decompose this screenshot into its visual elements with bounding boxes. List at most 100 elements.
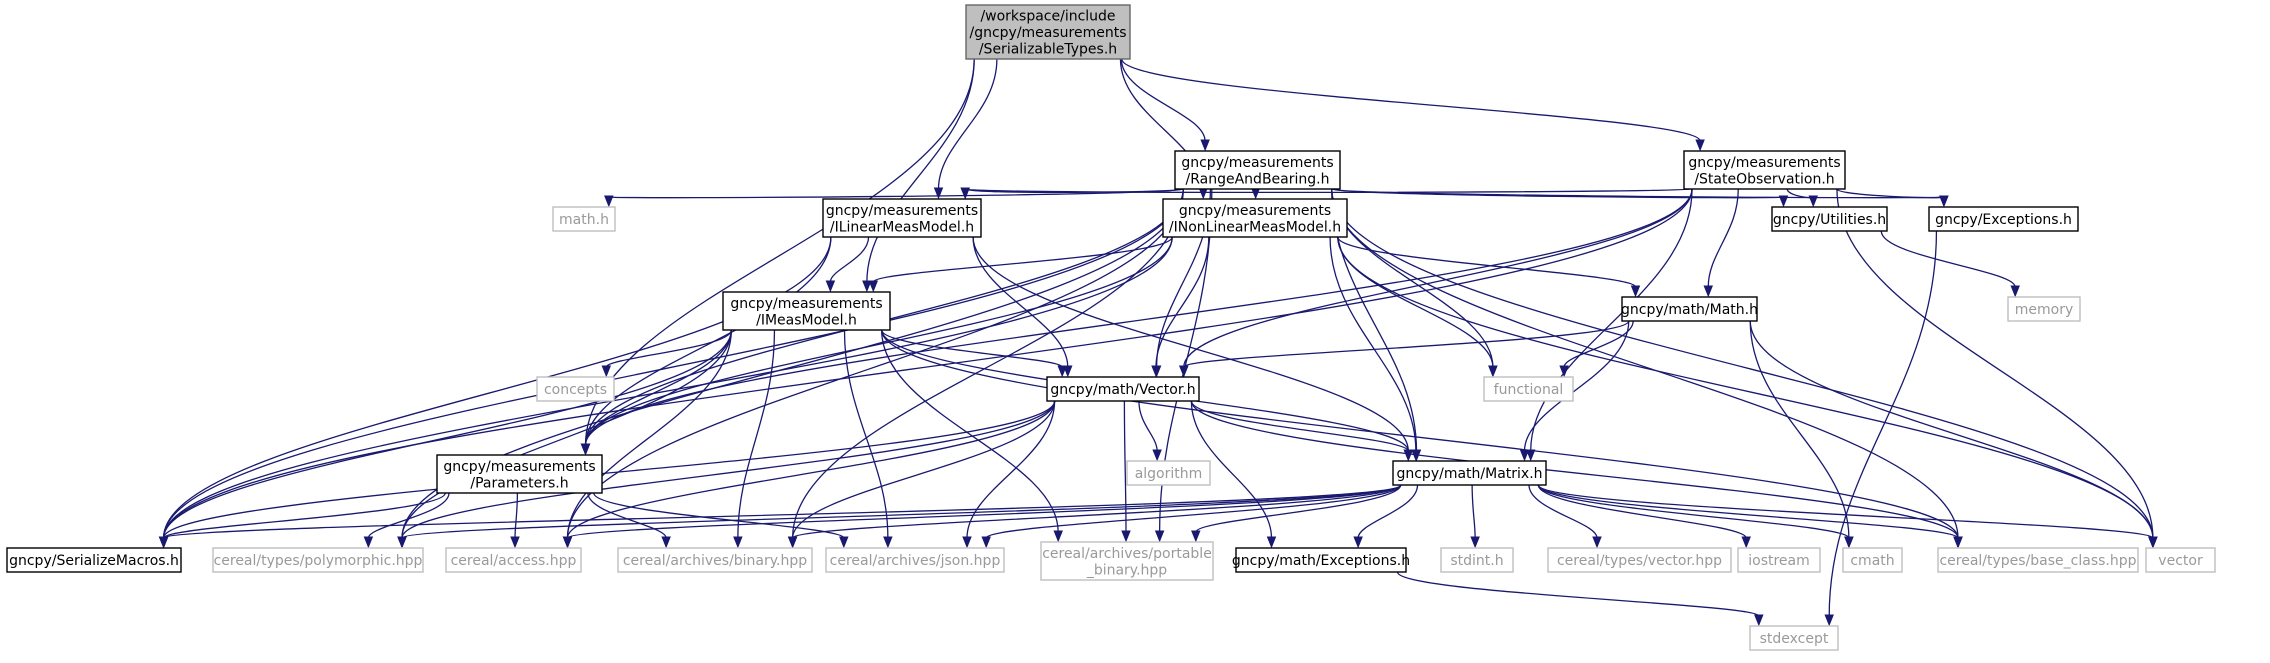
node-label-line: /ILinearMeasModel.h	[830, 219, 974, 235]
edge-arrowhead	[1053, 530, 1063, 543]
edge-matrix-to-baseclass	[1537, 484, 1963, 549]
node-box	[822, 198, 982, 238]
node-box	[1235, 547, 1407, 573]
edge-matrix-to-access	[562, 484, 1402, 549]
edge-line	[566, 400, 1056, 539]
edge-vec-to-portable	[1121, 400, 1131, 543]
node-label-line: algorithm	[1135, 466, 1203, 482]
edge-arrowhead	[397, 536, 407, 549]
edge-arrowhead	[1121, 530, 1131, 543]
edge-line	[401, 329, 732, 539]
edge-line	[1537, 484, 2154, 539]
edge-arrowhead	[580, 443, 591, 456]
node-inlm[interactable]: gncpy/measurements/INonLinearMeasModel.h	[1162, 198, 1348, 238]
edge-arrowhead	[1266, 536, 1277, 549]
node-mathh: math.h	[552, 206, 616, 232]
edge-vec-to-access	[562, 400, 1056, 549]
edge-line	[1828, 230, 1938, 617]
node-rab[interactable]: gncpy/measurements/RangeAndBearing.h	[1174, 150, 1341, 190]
edge-line	[1749, 320, 2154, 539]
edge-arrowhead	[661, 536, 671, 549]
node-exc[interactable]: gncpy/Exceptions.h	[1928, 206, 2079, 232]
edge-ilm-to-matrix	[972, 236, 1414, 462]
node-binary: cereal/archives/binary.hpp	[617, 547, 813, 573]
edge-so-to-gmath	[1703, 188, 1739, 298]
edge-arrowhead	[1754, 614, 1764, 627]
edge-arrowhead	[604, 195, 614, 208]
node-util[interactable]: gncpy/Utilities.h	[1771, 206, 1888, 232]
edge-line	[937, 58, 998, 190]
edge-arrowhead	[1778, 195, 1789, 208]
edge-line	[1528, 484, 1598, 539]
edge-line	[737, 329, 776, 539]
node-gmath[interactable]: gncpy/math/Math.h	[1621, 296, 1758, 322]
edge-line	[1120, 58, 1206, 142]
node-box	[1162, 198, 1348, 238]
edge-root-to-ilm	[933, 58, 998, 200]
edge-line	[1537, 484, 1747, 539]
edge-mexc-to-stdexcept	[1396, 571, 1764, 627]
node-box	[6, 547, 182, 573]
edge-line	[1190, 400, 1409, 452]
edge-arrowhead	[158, 536, 169, 549]
node-params[interactable]: gncpy/measurements/Parameters.h	[436, 454, 603, 494]
node-label-line: cereal/archives/json.hpp	[830, 553, 1001, 569]
node-box	[2007, 296, 2081, 322]
node-ilm[interactable]: gncpy/measurements/ILinearMeasModel.h	[822, 198, 982, 238]
edge-arrowhead	[1191, 530, 1201, 543]
node-box	[445, 547, 582, 573]
edge-line	[881, 329, 1059, 533]
node-label-line: /Parameters.h	[470, 475, 568, 491]
edge-arrowhead	[883, 536, 893, 549]
edge-line	[964, 188, 1693, 194]
edge-line	[367, 492, 450, 539]
edge-rab-to-vector	[1331, 188, 2158, 549]
node-imm[interactable]: gncpy/measurements/IMeasModel.h	[722, 291, 891, 331]
node-vec[interactable]: gncpy/math/Vector.h	[1046, 376, 1200, 402]
edge-line	[162, 188, 1693, 539]
node-label-line: gncpy/math/Vector.h	[1050, 382, 1195, 398]
nodes-layer: /workspace/include/gncpy/measurements/Se…	[6, 4, 2216, 651]
edge-line	[1183, 188, 1693, 368]
edge-arrowhead	[1630, 285, 1641, 298]
edge-matrix-to-mexc	[1353, 484, 1419, 549]
edge-arrowhead	[825, 280, 836, 293]
edge-line	[791, 188, 1184, 539]
node-label-line: stdexcept	[1760, 631, 1829, 647]
edge-arrowhead	[1559, 365, 1569, 378]
edge-line	[1190, 400, 1959, 539]
node-box	[722, 291, 891, 331]
node-box	[617, 547, 813, 573]
edge-line	[584, 236, 832, 446]
edge-arrowhead	[868, 280, 879, 293]
edge-line	[162, 492, 446, 539]
node-mexc[interactable]: gncpy/math/Exceptions.h	[1232, 547, 1410, 573]
node-label-line: /workspace/include	[980, 9, 1115, 25]
node-sermac[interactable]: gncpy/SerializeMacros.h	[6, 547, 182, 573]
edge-line	[1707, 188, 1739, 288]
edge-imm-to-portable	[881, 329, 1063, 543]
edge-ilm-to-vec	[972, 236, 1073, 378]
edge-arrowhead	[1844, 536, 1854, 549]
edge-line	[566, 329, 732, 539]
edge-arrowhead	[981, 536, 991, 549]
node-matrix[interactable]: gncpy/math/Matrix.h	[1392, 460, 1547, 486]
node-label-line: vector	[2158, 553, 2203, 569]
node-label-line: gncpy/math/Exceptions.h	[1232, 553, 1410, 569]
node-box	[1040, 541, 1214, 581]
edge-line	[985, 484, 1402, 539]
node-json: cereal/archives/json.hpp	[825, 547, 1005, 573]
edge-line	[1836, 188, 1945, 199]
edge-matrix-to-portable	[1191, 484, 1402, 543]
node-label-line: concepts	[544, 382, 607, 398]
edge-params-to-json	[593, 492, 849, 549]
node-label-line: gncpy/measurements	[1179, 203, 1331, 219]
node-so[interactable]: gncpy/measurements/StateObservation.h	[1683, 150, 1846, 190]
edge-arrowhead	[363, 536, 374, 549]
node-root[interactable]: /workspace/include/gncpy/measurements/Se…	[965, 4, 1131, 60]
edge-line	[1183, 320, 1630, 368]
edge-line	[866, 58, 975, 283]
edge-arrowhead	[1152, 449, 1162, 462]
node-label-line: /IMeasModel.h	[756, 312, 857, 328]
edge-ilm-to-params	[580, 236, 832, 456]
